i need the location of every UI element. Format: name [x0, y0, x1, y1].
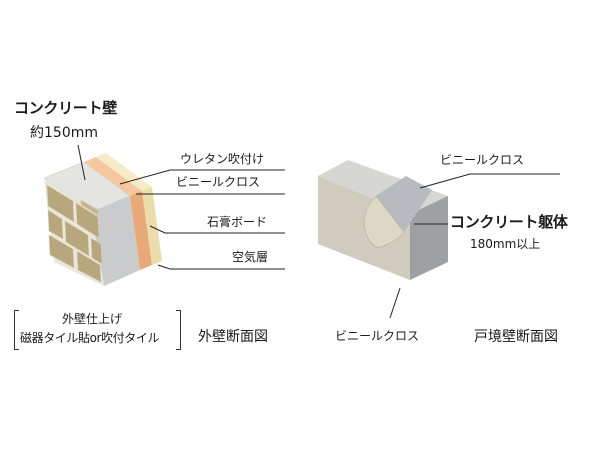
gypsum-board-label: 石膏ボード [207, 215, 268, 229]
concrete-wall-label: コンクリート壁 [14, 99, 117, 117]
boundary-side-face [410, 196, 448, 280]
boundary-concrete-exposed [376, 176, 432, 232]
finish-bracket-right [176, 310, 181, 350]
tile-grid [46, 184, 103, 283]
vinyl-cloth-bottom-label: ビニールクロス [335, 329, 420, 343]
finish-label-2: 磁器タイル貼or吹付タイル [20, 331, 160, 345]
boundary-caption: 戸境壁断面図 [474, 329, 558, 345]
boundary-leaders [389, 173, 560, 319]
air-layer-label: 空気層 [232, 250, 269, 264]
concrete-wall-thickness: 約150mm [30, 125, 98, 141]
finish-label-1: 外壁仕上げ [62, 312, 123, 326]
exterior-leaders [77, 144, 285, 270]
vinyl-cloth-top-label: ビニールクロス [440, 153, 525, 167]
boundary-front-face [318, 176, 410, 280]
urethane-side [130, 191, 152, 270]
vinyl-cloth-label: ビニールクロス [176, 175, 261, 189]
gypsum-side [142, 187, 162, 265]
urethane-layer [84, 157, 142, 196]
boundary-wall-block [318, 160, 448, 280]
finish-bracket-left [14, 310, 19, 350]
concrete-body-thickness: 180mm以上 [470, 237, 541, 251]
vinyl-peel-curl [363, 195, 405, 249]
exterior-wall-block [43, 153, 162, 286]
urethane-label: ウレタン吹付け [180, 152, 265, 166]
concrete-side-face [91, 196, 140, 286]
exterior-caption: 外壁断面図 [198, 329, 268, 345]
concrete-body-label: コンクリート躯体 [450, 213, 568, 231]
gypsum-layer [96, 153, 152, 191]
